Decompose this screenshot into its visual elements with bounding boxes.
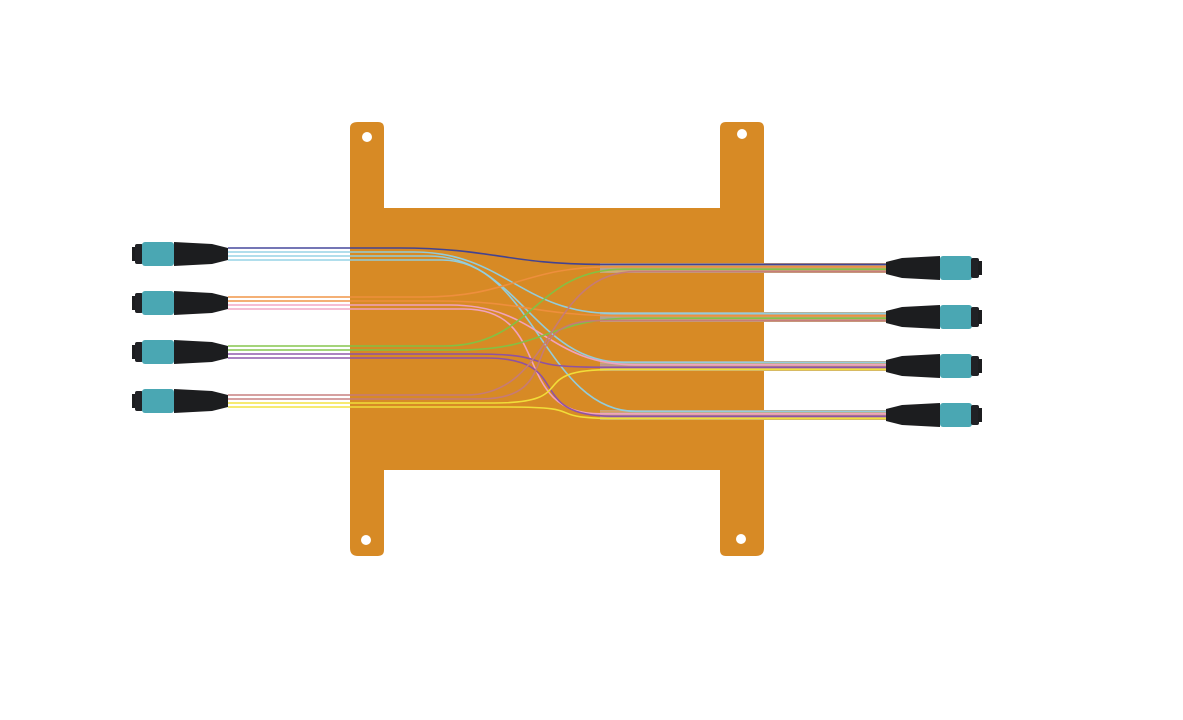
connector-latch [135,293,143,313]
fiber-4-3 [228,368,890,404]
connector-boot [174,242,228,266]
output-ribbon-3 [600,361,890,371]
output-connector-3 [886,354,982,378]
connector-boot [174,389,228,413]
fiber-routing [228,247,890,420]
connector-latch [971,405,979,425]
connector-ferrule [142,389,174,413]
connector-ferrule [142,242,174,266]
connector-latch [135,342,143,362]
connector-tip [978,408,982,422]
connector-tip [978,310,982,324]
connector-latch [135,244,143,264]
fiber-3-2 [228,317,890,351]
mounting-hole-bottom-right [736,534,746,544]
output-connector-2 [886,305,982,329]
connector-ferrule [142,291,174,315]
connector-latch [971,258,979,278]
fiber-3-1 [228,268,890,347]
connector-ferrule [940,305,972,329]
output-ribbon-1 [600,263,890,273]
fiber-2-1 [228,266,890,298]
connector-latch [971,307,979,327]
connectors [132,242,982,427]
shuffle-board [350,122,764,556]
fiber-3-4 [228,357,890,417]
mounting-hole-bottom-left [361,535,371,545]
connector-boot [886,256,940,280]
connector-latch [135,391,143,411]
fiber-4-4 [228,406,890,420]
output-ribbon-4 [600,410,890,420]
input-connector-1 [132,242,228,266]
connector-ferrule [940,354,972,378]
fiber-3-3 [228,353,890,368]
connector-ferrule [940,403,972,427]
connector-boot [886,403,940,427]
connector-tip [978,261,982,275]
fiber-4-1 [228,270,890,396]
output-ribbon-2 [600,312,890,322]
connector-boot [174,340,228,364]
input-connector-3 [132,340,228,364]
board-plate [350,122,764,556]
input-connector-2 [132,291,228,315]
connector-tip [132,247,136,261]
connector-ferrule [940,256,972,280]
connector-tip [132,296,136,310]
mounting-hole-top-left [362,132,372,142]
mounting-hole-top-right [737,129,747,139]
input-connector-4 [132,389,228,413]
output-connector-1 [886,256,982,280]
connector-tip [132,345,136,359]
fiber-2-2 [228,300,890,317]
fiber-1-3 [228,255,890,364]
fiber-1-1 [228,247,890,266]
connector-boot [886,354,940,378]
connector-boot [886,305,940,329]
fiber-1-4 [228,259,890,413]
fiber-4-2 [228,319,890,400]
connector-tip [132,394,136,408]
connector-ferrule [142,340,174,364]
output-connector-4 [886,403,982,427]
connector-tip [978,359,982,373]
connector-latch [971,356,979,376]
connector-boot [174,291,228,315]
